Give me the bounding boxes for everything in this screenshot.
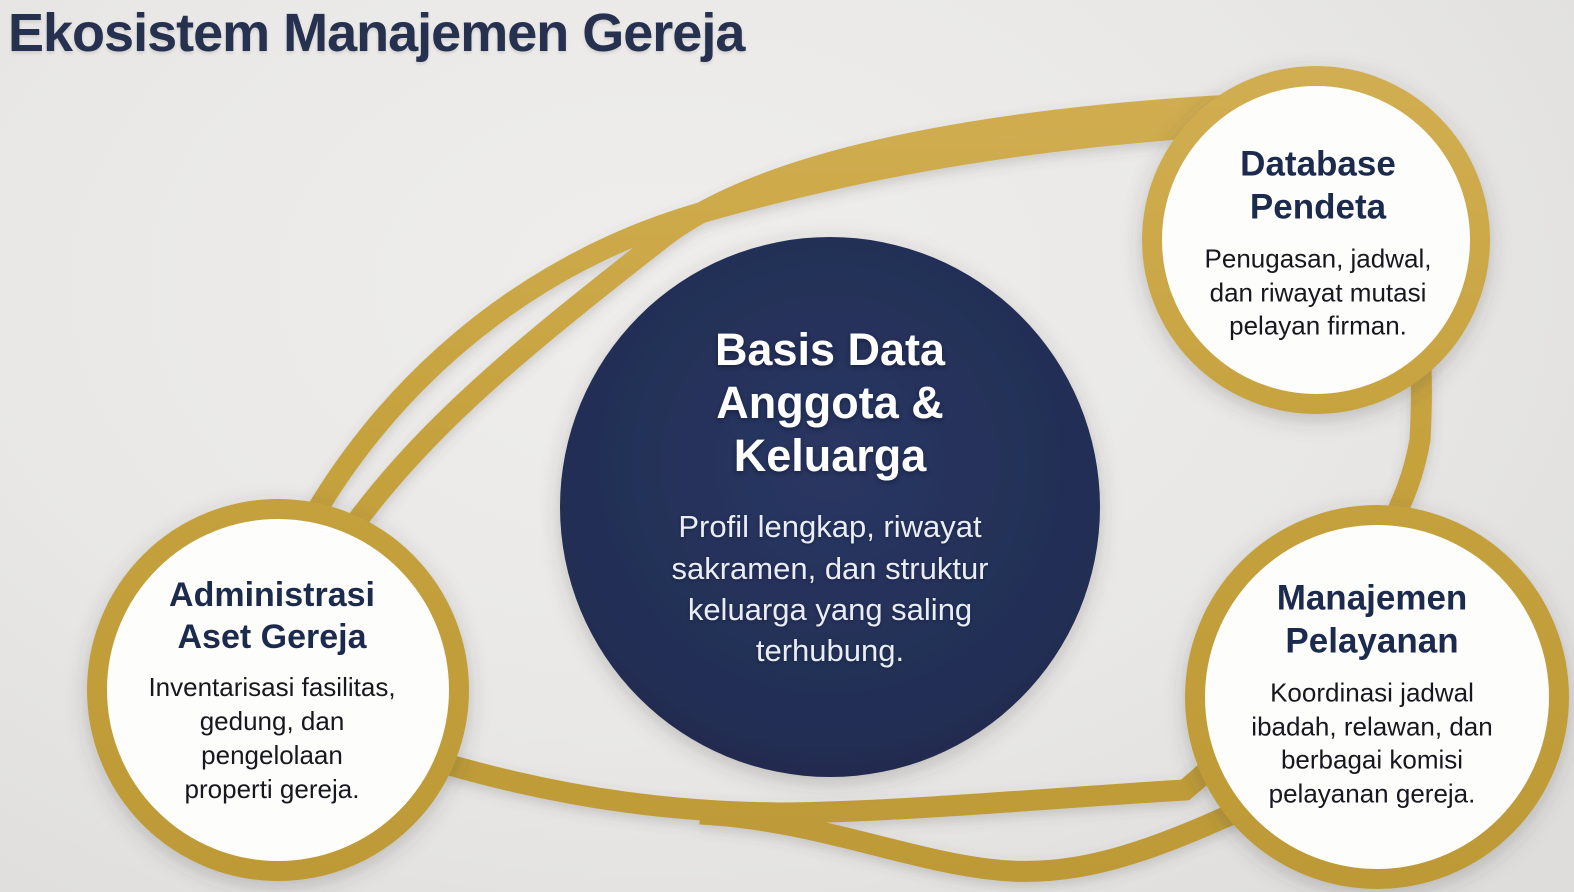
node-circle-basis-data (560, 237, 1100, 777)
orbit-arc-top (301, 92, 1271, 596)
node-circle-administrasi-aset (87, 499, 469, 881)
node-circle-database-pendeta (1142, 66, 1490, 414)
orbit-arc-bottom (699, 778, 1295, 882)
node-circle-manajemen-pelayanan (1185, 505, 1569, 889)
node-circles (87, 66, 1569, 889)
diagram-title: Ekosistem Manajemen Gereja (8, 3, 745, 63)
